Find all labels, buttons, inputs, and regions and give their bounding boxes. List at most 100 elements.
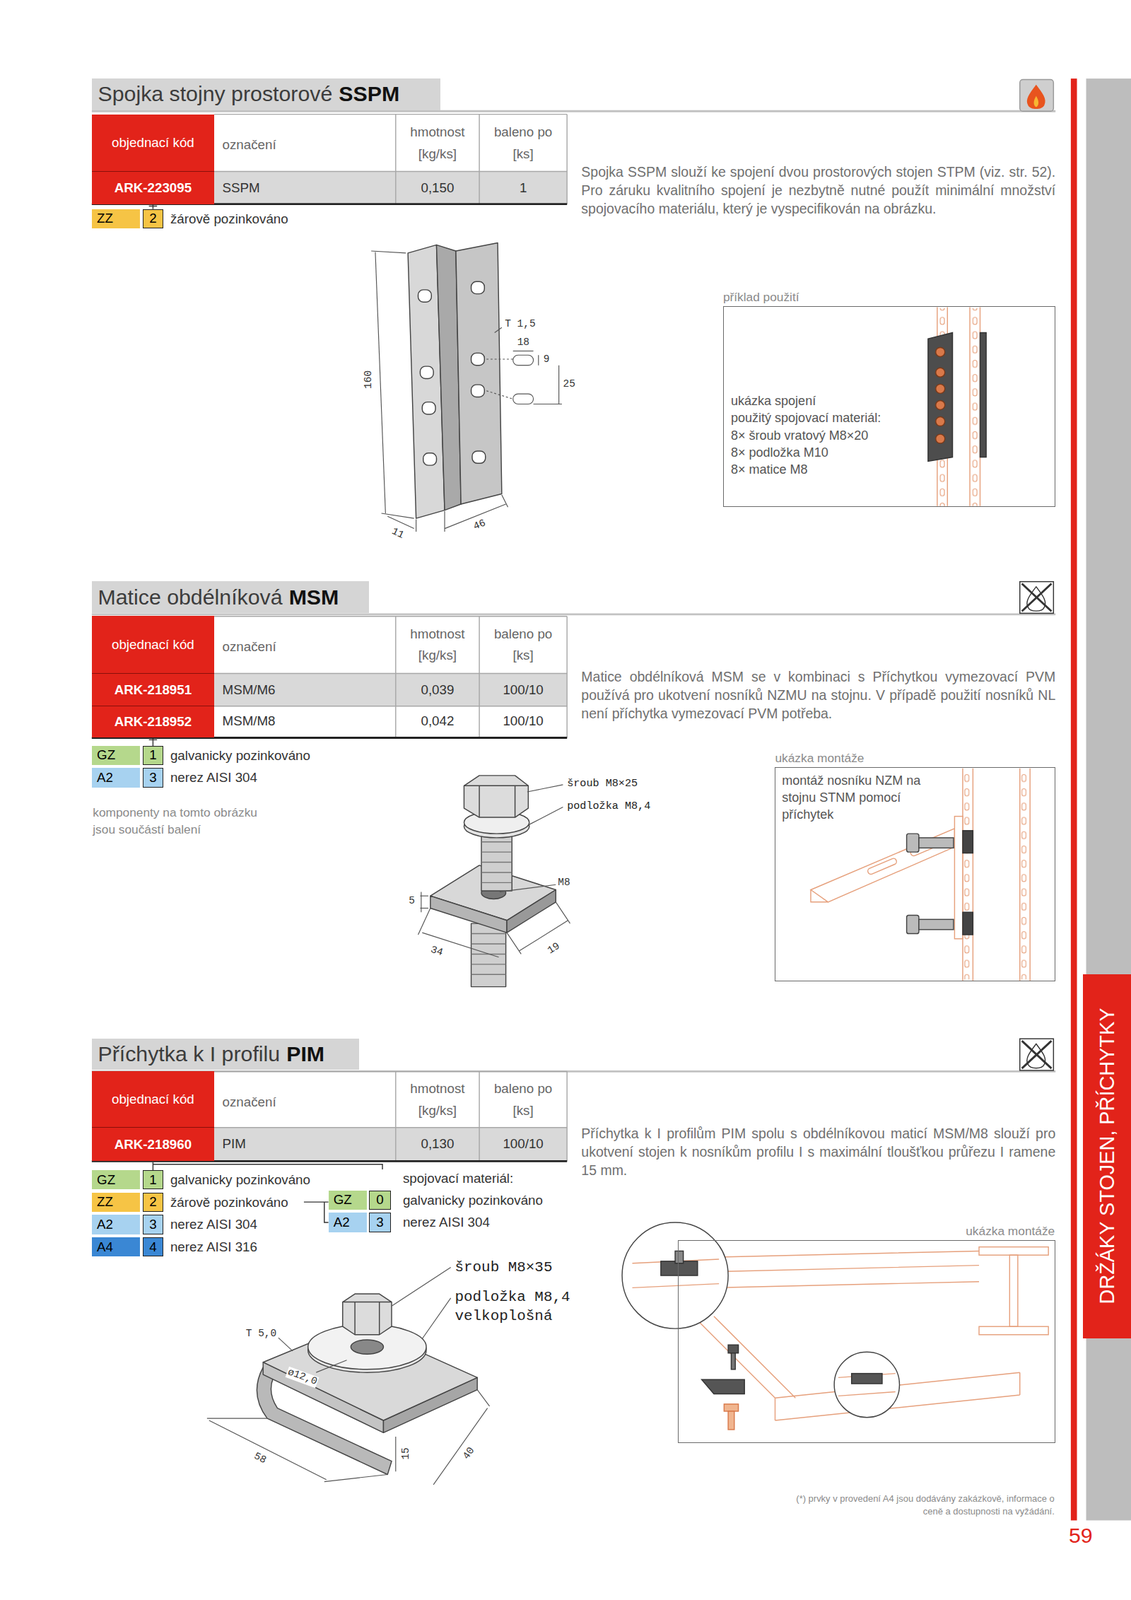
mounting-illustration: [906, 833, 919, 852]
dimension-lines: [381, 513, 415, 519]
example-text: použitý spojovací materiál:: [730, 409, 900, 427]
table-cell: 0,150: [395, 179, 480, 196]
finish-description: galvanicky pozinkováno: [402, 1190, 543, 1210]
order-code: ARK-218960: [114, 1136, 192, 1153]
section-rule: [91, 1070, 1056, 1073]
order-code: ARK-218951: [114, 682, 192, 698]
msm-drawing: [463, 785, 529, 818]
product-description: Spojka SSPM slouží ke spojení dvou prost…: [581, 163, 1056, 219]
pim-drawing: [262, 1323, 478, 1421]
msm-drawing: [481, 841, 512, 883]
msm-drawing: [463, 775, 529, 818]
table-cell: 100/10: [479, 681, 567, 698]
table-cell: MSM/M6: [222, 681, 276, 698]
finish-number: 2: [149, 1193, 157, 1210]
finish-description: nerez AISI 304: [170, 767, 258, 787]
pim-dimension-lines: [207, 1267, 490, 1485]
mounting-illustration: [851, 1373, 883, 1384]
dimension-label: 40: [460, 1444, 478, 1462]
mounting-illustration: [972, 768, 974, 981]
usage-illustration: [969, 306, 970, 506]
table-grid: [395, 114, 396, 205]
sspm-drawing: [423, 453, 437, 466]
finish-description: galvanicky pozinkováno: [170, 745, 311, 765]
finish-description: žárově pozinkováno: [170, 1192, 289, 1212]
finish-bracket: [149, 738, 158, 746]
product-description: Matice obdélníková MSM se v kombinaci s …: [581, 667, 1056, 724]
finish-description: žárově pozinkováno: [170, 209, 289, 229]
pim-dimension-lines: [324, 1473, 388, 1481]
finish-number: 1: [149, 747, 157, 763]
example-text: 8× šroub vratový M8×20: [730, 426, 900, 444]
sspm-drawing: [418, 281, 486, 466]
table-grid: [214, 171, 567, 204]
table-grid: [214, 1126, 567, 1128]
pim-drawing: [256, 1293, 478, 1474]
sspm-drawing: [407, 242, 502, 519]
finish-code-chip: A4: [91, 1237, 140, 1257]
msm-dimension-lines: [420, 891, 422, 912]
table-grid: [478, 1070, 480, 1161]
table-grid: [214, 1127, 567, 1162]
sspm-drawing: [419, 366, 434, 379]
finish-description: nerez AISI 304: [170, 1214, 258, 1234]
table-header: označení: [222, 134, 277, 157]
table-grid: [566, 616, 567, 738]
mounting-illustration: [906, 833, 954, 934]
msm-dimension-lines: [527, 784, 563, 792]
section-rule: [91, 110, 1056, 113]
finish-number: 1: [149, 1171, 157, 1188]
example-text-block: montáž nosníku NZM na stojnu STNM pomocí…: [781, 771, 955, 824]
example-text: montáž nosníku NZM na stojnu STNM pomocí…: [781, 771, 955, 824]
finish-code: ZZ: [96, 1193, 114, 1210]
example-heading: ukázka montáže: [774, 750, 864, 766]
table-header-cell: objednací kód: [91, 114, 215, 172]
dimension-lines: [371, 250, 562, 532]
mounting-illustration: [701, 1379, 746, 1394]
dimension-label: 11: [389, 525, 407, 542]
finish-code: A4: [96, 1239, 114, 1255]
order-code-cell: ARK-218960: [91, 1126, 215, 1161]
pim-drawing: [350, 1339, 384, 1354]
finish-number-chip: 2: [142, 209, 164, 229]
product-code-heading: PIM: [286, 1041, 325, 1066]
example-heading: ukázka montáže: [965, 1223, 1055, 1239]
finish-bracket: [152, 1162, 383, 1171]
pim-dimension-lines: [391, 1267, 451, 1307]
column-header: objednací kód: [111, 636, 195, 653]
mounting-illustration: [918, 837, 954, 848]
finish-code-chip: ZZ: [91, 1192, 140, 1212]
order-code-cell: ARK-218952: [91, 705, 215, 738]
table-grid: [91, 204, 567, 1162]
dimension-lines: [537, 354, 539, 365]
dimension-lines: [494, 327, 502, 333]
finish-code-chip: A2: [328, 1212, 368, 1232]
usage-illustration: [928, 306, 987, 506]
mounting-illustration: [713, 1250, 980, 1288]
mounting-illustration: [675, 1250, 684, 1263]
table-header: označení: [222, 636, 277, 659]
mounting-illustration: [906, 915, 919, 934]
table-cell: MSM/M8: [222, 712, 276, 729]
mounting-illustration: [979, 1326, 1049, 1335]
fire-icon: [1020, 79, 1054, 112]
msm-dimension-lines: [529, 807, 564, 825]
sspm-drawing: [418, 289, 432, 302]
section-heading: Spojka stojny prostorové: [98, 81, 333, 107]
example-frame: ukázka montáže: [677, 1239, 1056, 1443]
dimension-lines: [415, 519, 417, 532]
finish-code-chip: GZ: [328, 1190, 368, 1210]
msm-drawing: [471, 923, 507, 987]
section-rule: [91, 612, 1056, 615]
order-code-cell: ARK-223095: [91, 171, 215, 204]
finish-code: GZ: [333, 1191, 353, 1208]
footnote: (*) prvky v provedení A4 jsou dodávány z…: [787, 1492, 1055, 1518]
mounting-illustration: [954, 816, 963, 939]
table-grid: [214, 114, 567, 1162]
pim-dimension-lines: [395, 1436, 396, 1472]
finish-number-chip: 3: [142, 767, 164, 787]
table-grid: [214, 1070, 567, 1072]
finish-code: ZZ: [96, 210, 114, 227]
finish-number-chip: 2: [142, 1192, 164, 1212]
dimension-label: 25: [562, 378, 577, 391]
